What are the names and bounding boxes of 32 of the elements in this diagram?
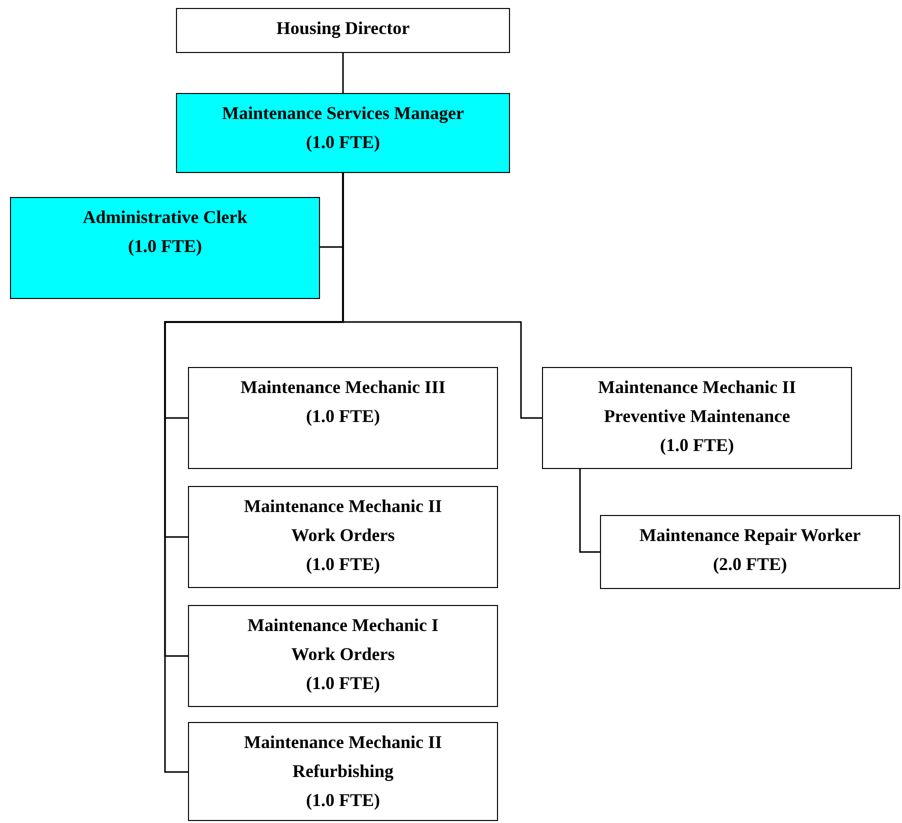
role-box [188, 367, 498, 469]
role-text: (1.0 FTE) [660, 434, 734, 457]
role-text: Housing Director [276, 17, 410, 40]
connector-line [342, 53, 344, 93]
role-text: (1.0 FTE) [306, 131, 380, 154]
role-box [188, 722, 498, 821]
role-text: (1.0 FTE) [306, 553, 380, 576]
role-box [10, 197, 320, 299]
role-text: Administrative Clerk [82, 206, 248, 229]
role-box [600, 515, 900, 589]
role-text: Maintenance Services Manager [222, 102, 464, 125]
role-text: Maintenance Mechanic II [244, 731, 442, 754]
role-text: (1.0 FTE) [306, 789, 380, 812]
role-box [176, 8, 510, 53]
role-box [188, 605, 498, 707]
role-box [542, 367, 852, 469]
role-box [188, 486, 498, 588]
role-text: Refurbishing [292, 760, 394, 783]
role-text: Maintenance Mechanic II [598, 376, 796, 399]
role-text: Maintenance Mechanic II [244, 495, 442, 518]
role-text: Preventive Maintenance [604, 405, 790, 428]
role-text: Maintenance Mechanic I [248, 614, 438, 637]
role-text: (1.0 FTE) [306, 672, 380, 695]
role-box [176, 93, 510, 173]
role-text: Maintenance Mechanic III [240, 376, 446, 399]
role-text: Work Orders [291, 643, 395, 666]
role-text: Maintenance Repair Worker [639, 524, 861, 547]
role-text: (1.0 FTE) [306, 405, 380, 428]
role-text: (1.0 FTE) [128, 235, 202, 258]
role-text: Work Orders [291, 524, 395, 547]
role-text: (2.0 FTE) [713, 553, 787, 576]
connector-line [579, 469, 600, 553]
